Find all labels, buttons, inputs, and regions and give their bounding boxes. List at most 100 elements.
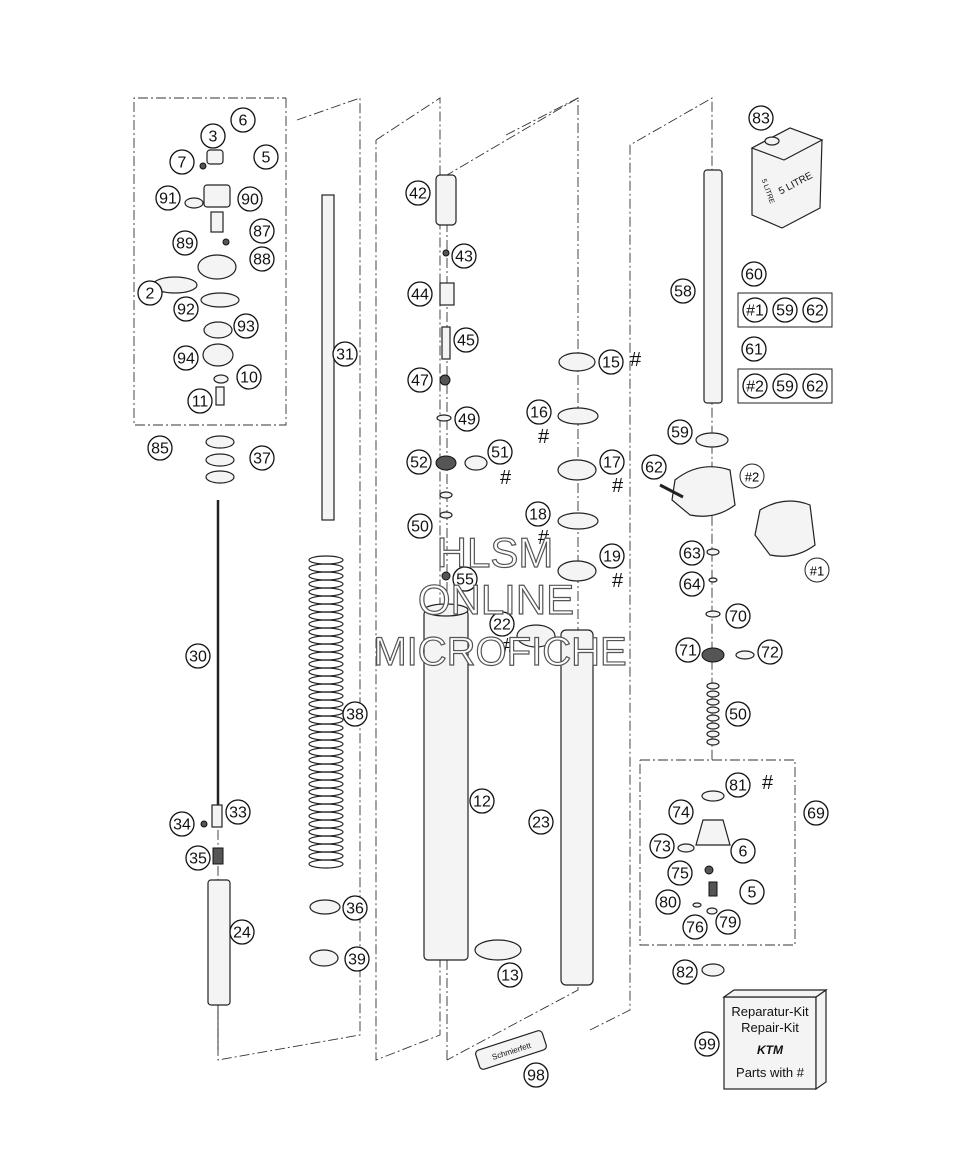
- part-bushing-15: [558, 352, 596, 372]
- spring-coil: [308, 707, 344, 717]
- callout-87: 87: [249, 218, 275, 244]
- part-cartridge-24: [207, 879, 231, 1006]
- callout-33: 33: [225, 799, 251, 825]
- callout-22: 22: [489, 611, 515, 637]
- callout-number: 79: [719, 915, 737, 932]
- repair-kit-box: Reparatur-Kit Repair-Kit KTM Parts with …: [722, 988, 828, 1091]
- column-outline-5: [505, 97, 579, 136]
- part-grease-tube-98: [475, 1030, 547, 1070]
- callout-36: 36: [342, 895, 368, 921]
- callout-76: 76: [682, 914, 708, 940]
- callout-23: 23: [528, 809, 554, 835]
- callout-51: 51: [487, 439, 513, 465]
- spring-coil: [308, 683, 344, 693]
- callout-2: 2: [137, 280, 163, 306]
- callout-circle: [649, 833, 675, 859]
- callout-circle: [229, 919, 255, 945]
- callout-circle: [237, 186, 263, 212]
- callout-80: 80: [655, 889, 681, 915]
- part-ball-7: [199, 162, 207, 170]
- kit-item-circle: [742, 297, 768, 323]
- callout-number: 82: [676, 965, 694, 982]
- callout-number: 31: [336, 347, 354, 364]
- callout-number: 37: [253, 451, 271, 468]
- callout-91: 91: [155, 185, 181, 211]
- callout-number: 55: [456, 572, 474, 589]
- spring-coil: [308, 851, 344, 861]
- part-ball-43: [442, 249, 450, 257]
- hash-marker: #: [500, 467, 512, 489]
- callout-number: 22: [493, 617, 511, 634]
- part-shim-50b: [439, 511, 453, 519]
- kit-item-label: 59: [776, 303, 794, 320]
- part-tube-58: [703, 169, 723, 404]
- kit-item-label: #1: [746, 303, 764, 320]
- part-outer-tube-23: [560, 629, 594, 986]
- spring-coil: [308, 859, 344, 869]
- oil-can-83: 5 LITRE 5 LITRE: [750, 127, 824, 229]
- callout-number: 62: [645, 460, 663, 477]
- spring-coil: [308, 723, 344, 733]
- callout-19: 19: [599, 543, 625, 569]
- shim: [706, 714, 720, 722]
- callout-number: 69: [807, 806, 825, 823]
- column3-parts: [423, 174, 547, 1070]
- callout-number: 39: [348, 952, 366, 969]
- callout-94: 94: [173, 345, 199, 371]
- callout-number: 88: [253, 252, 271, 269]
- callout-number: 15: [602, 355, 620, 372]
- callout-52: 52: [406, 449, 432, 475]
- callout-number: 89: [176, 236, 194, 253]
- callout-number: 94: [177, 351, 195, 368]
- callout-number: 85: [151, 441, 169, 458]
- callout-62: 62: [641, 454, 667, 480]
- callout-circle: [200, 123, 226, 149]
- callout-7: 7: [169, 149, 195, 175]
- kit-item-label: #2: [746, 379, 764, 396]
- part-washer-37a: [205, 435, 235, 449]
- callout-6: 6: [230, 107, 256, 133]
- part-oring-13: [474, 939, 522, 961]
- callout-49: 49: [454, 406, 480, 432]
- hash-marker: #: [503, 635, 515, 657]
- spring-coil: [308, 771, 344, 781]
- callout-circle: [169, 811, 195, 837]
- callout-17: 17: [599, 449, 625, 475]
- callout-circle: [147, 435, 173, 461]
- kit-item-59: 59: [772, 297, 798, 323]
- callout-circle: [682, 914, 708, 940]
- part-washer-70: [705, 610, 721, 618]
- spring-coil: [308, 691, 344, 701]
- part-ring-91: [184, 197, 204, 209]
- callout-circle: [344, 946, 370, 972]
- callout-13: 13: [497, 962, 523, 988]
- callout-circle: [670, 278, 696, 304]
- part-piston-71: [701, 647, 725, 663]
- part-housing-89: [197, 254, 237, 280]
- callout-circle: [497, 962, 523, 988]
- callout-92: 92: [173, 296, 199, 322]
- spring-coil: [308, 563, 344, 573]
- part-inner-tube-12-top: [423, 603, 469, 617]
- callout-circle: [725, 772, 751, 798]
- part-ring-73: [677, 843, 695, 853]
- callout-circle: [694, 1031, 720, 1057]
- callout-circle: [730, 838, 756, 864]
- shim: [706, 730, 720, 738]
- callout-5: 5: [739, 879, 765, 905]
- callout-3: 3: [200, 123, 226, 149]
- callout-circle: [757, 639, 783, 665]
- callout-circle: [249, 218, 275, 244]
- callout-number: 98: [527, 1068, 545, 1085]
- callout-number: 51: [491, 445, 509, 462]
- column-outline-2: [217, 97, 361, 1061]
- callout-number: 87: [253, 224, 271, 241]
- part-washer-64: [708, 577, 718, 583]
- part-valve-74: [695, 819, 731, 846]
- spring-coil: [308, 827, 344, 837]
- callout-85: 85: [147, 435, 173, 461]
- spring-coil: [308, 779, 344, 789]
- callout-88: 88: [249, 246, 275, 272]
- part-washer-49: [436, 414, 452, 422]
- callout-number: 83: [752, 111, 770, 128]
